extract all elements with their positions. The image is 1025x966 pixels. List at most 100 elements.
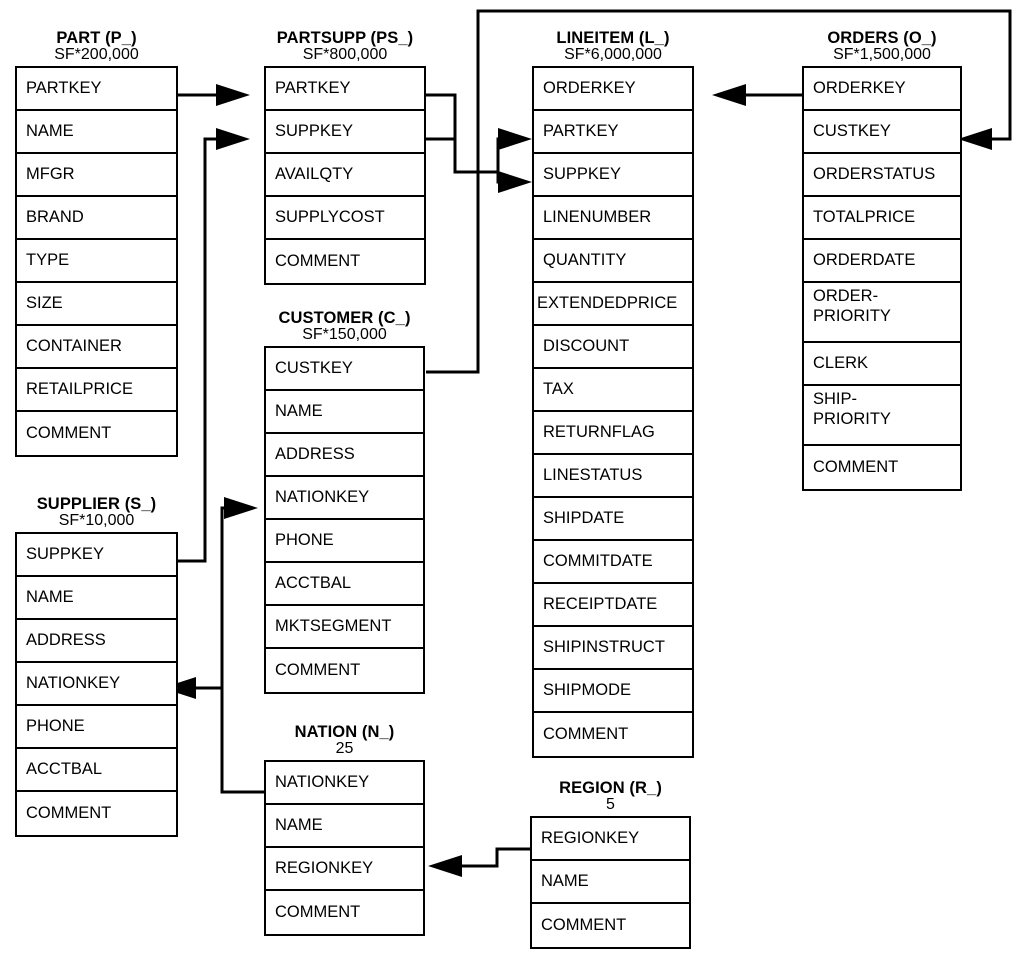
- entity-lineitem[interactable]: LINEITEM (L_) SF*6,000,000 ORDERKEY PART…: [532, 29, 694, 759]
- field-partsupp-partkey[interactable]: PARTKEY: [266, 68, 424, 112]
- field-partsupp-comment[interactable]: COMMENT: [266, 240, 424, 284]
- field-part-container[interactable]: CONTAINER: [17, 326, 176, 370]
- field-lineitem-suppkey[interactable]: SUPPKEY: [534, 154, 692, 198]
- field-customer-acctbal[interactable]: ACCTBAL: [266, 563, 423, 607]
- field-lineitem-comment[interactable]: COMMENT: [534, 713, 692, 757]
- field-lineitem-returnflag[interactable]: RETURNFLAG: [534, 412, 692, 456]
- connector-partsupp-to-lineitem: [426, 93, 532, 193]
- entity-orders-header: ORDERS (O_) SF*1,500,000: [802, 29, 962, 64]
- entity-supplier-cardinality: SF*10,000: [58, 512, 135, 530]
- entity-partsupp-fields: PARTKEY SUPPKEY AVAILQTY SUPPLYCOST COMM…: [264, 66, 426, 286]
- field-lineitem-shipdate[interactable]: SHIPDATE: [534, 498, 692, 542]
- field-part-mfgr[interactable]: MFGR: [17, 154, 176, 198]
- entity-part[interactable]: PART (P_) SF*200,000 PARTKEY NAME MFGR B…: [15, 29, 178, 458]
- field-nation-name[interactable]: NAME: [266, 805, 423, 849]
- field-orders-orderdate[interactable]: ORDERDATE: [804, 240, 960, 284]
- field-partsupp-suppkey[interactable]: SUPPKEY: [266, 111, 424, 155]
- field-customer-phone[interactable]: PHONE: [266, 520, 423, 564]
- field-orders-orderpriority[interactable]: ORDER-PRIORITY: [804, 283, 960, 344]
- field-orders-comment[interactable]: COMMENT: [804, 446, 960, 490]
- entity-lineitem-title: LINEITEM (L_): [556, 29, 670, 47]
- field-lineitem-tax[interactable]: TAX: [534, 369, 692, 413]
- entity-customer-fields: CUSTKEY NAME ADDRESS NATIONKEY PHONE ACC…: [264, 346, 425, 695]
- connector-supplier-to-partsupp: [178, 128, 250, 563]
- entity-supplier-header: SUPPLIER (S_) SF*10,000: [15, 495, 178, 530]
- field-part-name[interactable]: NAME: [17, 111, 176, 155]
- entity-orders-title: ORDERS (O_): [827, 29, 937, 47]
- field-orders-clerk[interactable]: CLERK: [804, 343, 960, 387]
- entity-part-header: PART (P_) SF*200,000: [15, 29, 178, 64]
- field-lineitem-quantity[interactable]: QUANTITY: [534, 240, 692, 284]
- entity-part-cardinality: SF*200,000: [54, 46, 139, 64]
- field-part-brand[interactable]: BRAND: [17, 197, 176, 241]
- field-customer-nationkey[interactable]: NATIONKEY: [266, 477, 423, 521]
- field-region-comment[interactable]: COMMENT: [532, 904, 689, 948]
- field-region-regionkey[interactable]: REGIONKEY: [532, 818, 689, 862]
- field-region-name[interactable]: NAME: [532, 861, 689, 905]
- field-lineitem-receiptdate[interactable]: RECEIPTDATE: [534, 584, 692, 628]
- field-orders-custkey[interactable]: CUSTKEY: [804, 111, 960, 155]
- field-lineitem-discount[interactable]: DISCOUNT: [534, 326, 692, 370]
- entity-supplier-title: SUPPLIER (S_): [36, 495, 157, 513]
- field-lineitem-linestatus[interactable]: LINESTATUS: [534, 455, 692, 499]
- connector-orders-to-lineitem: [712, 84, 802, 106]
- field-supplier-phone[interactable]: PHONE: [17, 706, 176, 750]
- field-nation-comment[interactable]: COMMENT: [266, 891, 423, 935]
- field-customer-address[interactable]: ADDRESS: [266, 434, 423, 478]
- field-part-comment[interactable]: COMMENT: [17, 412, 176, 456]
- entity-region-header: REGION (R_) 5: [530, 779, 691, 814]
- field-part-type[interactable]: TYPE: [17, 240, 176, 284]
- field-part-retailprice[interactable]: RETAILPRICE: [17, 369, 176, 413]
- field-lineitem-linenumber[interactable]: LINENUMBER: [534, 197, 692, 241]
- entity-orders-fields: ORDERKEY CUSTKEY ORDERSTATUS TOTALPRICE …: [802, 66, 962, 492]
- entity-nation-fields: NATIONKEY NAME REGIONKEY COMMENT: [264, 760, 425, 937]
- entity-nation[interactable]: NATION (N_) 25 NATIONKEY NAME REGIONKEY …: [264, 723, 425, 937]
- field-lineitem-shipmode[interactable]: SHIPMODE: [534, 670, 692, 714]
- field-part-size[interactable]: SIZE: [17, 283, 176, 327]
- entity-partsupp[interactable]: PARTSUPP (PS_) SF*800,000 PARTKEY SUPPKE…: [264, 29, 426, 286]
- field-lineitem-orderkey[interactable]: ORDERKEY: [534, 68, 692, 112]
- field-nation-nationkey[interactable]: NATIONKEY: [266, 762, 423, 806]
- entity-partsupp-cardinality: SF*800,000: [302, 46, 388, 64]
- entity-part-title: PART (P_): [56, 29, 137, 47]
- field-lineitem-partkey[interactable]: PARTKEY: [534, 111, 692, 155]
- field-orders-orderstatus[interactable]: ORDERSTATUS: [804, 154, 960, 198]
- field-lineitem-shipinstruct[interactable]: SHIPINSTRUCT: [534, 627, 692, 671]
- entity-supplier-fields: SUPPKEY NAME ADDRESS NATIONKEY PHONE ACC…: [15, 532, 178, 838]
- field-lineitem-commitdate[interactable]: COMMITDATE: [534, 541, 692, 585]
- field-orders-orderkey[interactable]: ORDERKEY: [804, 68, 960, 112]
- field-customer-comment[interactable]: COMMENT: [266, 649, 423, 693]
- entity-lineitem-fields: ORDERKEY PARTKEY SUPPKEY LINENUMBER QUAN…: [532, 66, 694, 759]
- field-lineitem-extendedprice[interactable]: EXTENDEDPRICE: [534, 283, 692, 327]
- field-supplier-nationkey[interactable]: NATIONKEY: [17, 663, 176, 707]
- field-partsupp-supplycost[interactable]: SUPPLYCOST: [266, 197, 424, 241]
- entity-region[interactable]: REGION (R_) 5 REGIONKEY NAME COMMENT: [530, 779, 691, 950]
- entity-region-title: REGION (R_): [559, 779, 662, 797]
- field-orders-shippriority[interactable]: SHIP-PRIORITY: [804, 386, 960, 447]
- entity-supplier[interactable]: SUPPLIER (S_) SF*10,000 SUPPKEY NAME ADD…: [15, 495, 178, 838]
- field-supplier-comment[interactable]: COMMENT: [17, 792, 176, 836]
- connector-part-to-partsupp: [178, 84, 250, 106]
- field-nation-regionkey[interactable]: REGIONKEY: [266, 848, 423, 892]
- entity-region-cardinality: 5: [606, 796, 615, 814]
- entity-nation-title: NATION (N_): [294, 723, 395, 741]
- field-supplier-suppkey[interactable]: SUPPKEY: [17, 534, 176, 578]
- entity-lineitem-header: LINEITEM (L_) SF*6,000,000: [532, 29, 694, 64]
- entity-customer-title: CUSTOMER (C_): [278, 309, 411, 327]
- entity-nation-cardinality: 25: [335, 740, 354, 758]
- field-supplier-acctbal[interactable]: ACCTBAL: [17, 749, 176, 793]
- field-customer-custkey[interactable]: CUSTKEY: [266, 348, 423, 392]
- entity-customer-cardinality: SF*150,000: [302, 326, 387, 344]
- entity-region-fields: REGIONKEY NAME COMMENT: [530, 816, 691, 950]
- field-supplier-name[interactable]: NAME: [17, 577, 176, 621]
- field-part-partkey[interactable]: PARTKEY: [17, 68, 176, 112]
- field-customer-name[interactable]: NAME: [266, 391, 423, 435]
- field-partsupp-availqty[interactable]: AVAILQTY: [266, 154, 424, 198]
- entity-lineitem-cardinality: SF*6,000,000: [564, 46, 662, 64]
- field-orders-totalprice[interactable]: TOTALPRICE: [804, 197, 960, 241]
- entity-customer[interactable]: CUSTOMER (C_) SF*150,000 CUSTKEY NAME AD…: [264, 309, 425, 695]
- field-customer-mktsegment[interactable]: MKTSEGMENT: [266, 606, 423, 650]
- field-supplier-address[interactable]: ADDRESS: [17, 620, 176, 664]
- entity-orders[interactable]: ORDERS (O_) SF*1,500,000 ORDERKEY CUSTKE…: [802, 29, 962, 492]
